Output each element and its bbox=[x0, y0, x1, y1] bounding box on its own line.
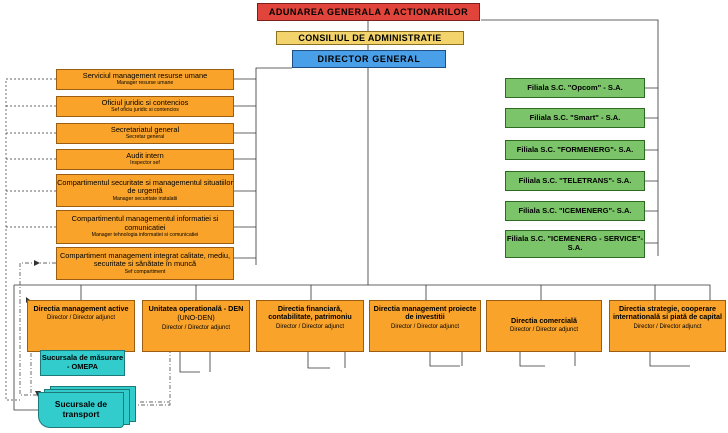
filiala-label: Filiala S.C. "FORMENERG"- S.A. bbox=[516, 144, 634, 154]
dashdot-quality-link bbox=[19, 262, 56, 396]
staff-bus-line bbox=[255, 67, 292, 265]
staff-box-quality: Compartiment management integrat calitat… bbox=[56, 247, 234, 280]
direction-sub: Director / Director adjunct bbox=[161, 325, 231, 332]
filiale-bus-line bbox=[481, 19, 659, 256]
dashed-staff-link bbox=[5, 78, 56, 401]
filiala-label: Filiala S.C. "Opcom" - S.A. bbox=[527, 82, 623, 92]
staff-box-audit: Audit intern Inspector sef bbox=[56, 149, 234, 170]
direction-proiecte-investitii: Directia management proiecte de investit… bbox=[369, 300, 481, 352]
direction-title: Directia management proiecte de investit… bbox=[373, 304, 477, 322]
directions-bus-line bbox=[14, 284, 711, 300]
staff-sub: Manager securitate instalatii bbox=[112, 195, 178, 202]
staff-title: Audit intern bbox=[126, 150, 164, 160]
staff-title: Serviciul management resurse umane bbox=[82, 70, 208, 80]
filiala-icemenerg-service: Filiala S.C. "ICEMENERG - SERVICE"- S.A. bbox=[505, 230, 645, 258]
staff-title: Oficiul juridic si contencios bbox=[101, 97, 189, 107]
aga-label: ADUNAREA GENERALA A ACTIONARILOR bbox=[268, 6, 469, 17]
box-aga: ADUNAREA GENERALA A ACTIONARILOR bbox=[257, 3, 480, 21]
filiala-teletrans: Filiala S.C. "TELETRANS"- S.A. bbox=[505, 171, 645, 191]
direction-strategie: Directia strategie, cooperare internatio… bbox=[609, 300, 726, 352]
ca-label: CONSILIUL DE ADMINISTRATIE bbox=[298, 32, 442, 43]
direction-comerciala: Directia comercială Director / Director … bbox=[486, 300, 602, 352]
filiala-smart: Filiala S.C. "Smart" - S.A. bbox=[505, 108, 645, 128]
direction-title: Directia financiară, contabilitate, patr… bbox=[268, 304, 352, 322]
branch-omepa: Sucursala de măsurare - OMEPA bbox=[40, 350, 125, 376]
direction-den: Unitatea operatională - DEN (UNO-DEN) Di… bbox=[142, 300, 250, 352]
direction-sub: Director / Director adjunct bbox=[509, 327, 579, 334]
staff-title: Compartimentul managementul informatiei … bbox=[71, 214, 219, 232]
staff-sub: Sef oficiu juridic si contencios bbox=[111, 107, 179, 114]
direction-sub: Director / Director adjunct bbox=[390, 323, 460, 330]
direction-sub: Director / Director adjunct bbox=[633, 323, 702, 330]
direction-title: Directia comercială bbox=[511, 316, 577, 325]
direction-sub: Director / Director adjunct bbox=[275, 323, 345, 330]
staff-sub: Secretar general bbox=[125, 134, 165, 141]
staff-title: Secretariatul general bbox=[110, 124, 180, 134]
filiala-opcom: Filiala S.C. "Opcom" - S.A. bbox=[505, 78, 645, 98]
staff-box-hr: Serviciul management resurse umane Manag… bbox=[56, 69, 234, 90]
direction-management-active: Directia management active Director / Di… bbox=[27, 300, 135, 352]
filiala-label: Filiala S.C. "ICEMENERG"- S.A. bbox=[518, 205, 632, 215]
filiala-label: Filiala S.C. "ICEMENERG - SERVICE"- S.A. bbox=[506, 234, 644, 252]
direction-financiara: Directia financiară, contabilitate, patr… bbox=[256, 300, 364, 352]
staff-sub: Manager resurse umane bbox=[116, 80, 174, 87]
direction-title: Directia management active bbox=[33, 304, 129, 313]
staff-box-security: Compartimentul securitate si managementu… bbox=[56, 174, 234, 207]
filiala-formenerg: Filiala S.C. "FORMENERG"- S.A. bbox=[505, 140, 645, 160]
staff-sub: Inspector sef bbox=[130, 160, 160, 167]
filiala-label: Filiala S.C. "TELETRANS"- S.A. bbox=[518, 175, 632, 185]
direction-title: Unitatea operatională - DEN bbox=[148, 304, 244, 313]
staff-box-secretariat: Secretariatul general Secretar general bbox=[56, 123, 234, 144]
staff-title: Compartiment management integrat calitat… bbox=[59, 250, 231, 269]
filiala-label: Filiala S.C. "Smart" - S.A. bbox=[529, 112, 621, 122]
direction-sub: Director / Director adjunct bbox=[46, 315, 116, 322]
staff-sub: Sef compartiment bbox=[124, 268, 166, 275]
staff-sub: Manager tehnologia informatiei si comuni… bbox=[91, 232, 199, 239]
staff-box-legal: Oficiul juridic si contencios Sef oficiu… bbox=[56, 96, 234, 117]
direction-title-2: (UNO-DEN) bbox=[177, 315, 215, 323]
filiala-icemenerg: Filiala S.C. "ICEMENERG"- S.A. bbox=[505, 201, 645, 221]
direction-title: Directia strategie, cooperare internatio… bbox=[612, 304, 723, 322]
branch-transport: Sucursale de transport bbox=[38, 392, 124, 428]
dg-label: DIRECTOR GENERAL bbox=[317, 53, 421, 64]
branch-omepa-label: Sucursala de măsurare - OMEPA bbox=[41, 353, 124, 371]
branch-transport-stack: Sucursale de transport bbox=[38, 386, 138, 430]
staff-title: Compartimentul securitate si managementu… bbox=[57, 177, 233, 196]
box-director-general: DIRECTOR GENERAL bbox=[292, 50, 446, 68]
box-ca: CONSILIUL DE ADMINISTRATIE bbox=[276, 31, 464, 45]
branch-transport-label: Sucursale de transport bbox=[54, 399, 108, 419]
staff-box-it: Compartimentul managementul informatiei … bbox=[56, 210, 234, 244]
